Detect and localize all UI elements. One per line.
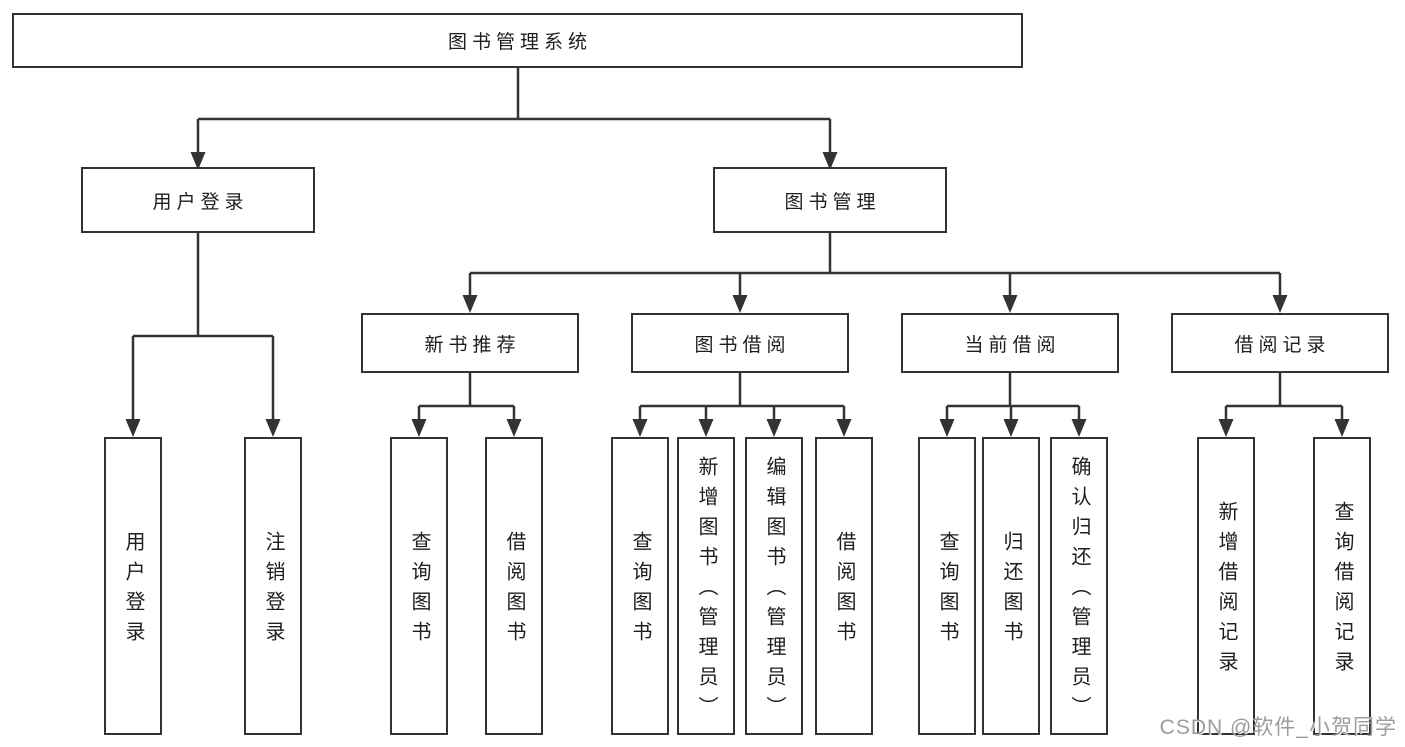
leaf-borrow-books-recommend: 借阅图书 (485, 437, 543, 735)
leaf-query-borrow-record-label: 查询借阅记录 (1331, 501, 1353, 681)
leaf-return-books: 归还图书 (982, 437, 1040, 735)
node-user-login: 用户登录 (81, 167, 315, 233)
node-book-management-label: 图书管理 (784, 191, 881, 213)
node-root-label: 图书管理系统 (447, 32, 592, 53)
leaf-borrow-books: 借阅图书 (815, 437, 873, 735)
leaf-add-books-admin-label: 新增图书（管理员） (695, 456, 717, 726)
leaf-query-books-current-label: 查询图书 (936, 531, 958, 651)
leaf-add-borrow-record-label: 新增借阅记录 (1215, 501, 1237, 681)
node-new-book-recommendation-label: 新书推荐 (424, 334, 521, 356)
leaf-query-books-borrow-label: 查询图书 (629, 531, 651, 651)
node-borrowing-records: 借阅记录 (1171, 313, 1389, 373)
leaf-confirm-return-admin: 确认归还（管理员） (1050, 437, 1108, 735)
leaf-borrow-books-recommend-label: 借阅图书 (503, 531, 525, 651)
node-book-borrowing-label: 图书借阅 (694, 334, 791, 356)
node-current-borrowing: 当前借阅 (901, 313, 1119, 373)
leaf-logout: 注销登录 (244, 437, 302, 735)
leaf-query-books-borrow: 查询图书 (611, 437, 669, 735)
node-book-borrowing: 图书借阅 (631, 313, 849, 373)
leaf-logout-label: 注销登录 (262, 531, 284, 651)
leaf-edit-books-admin-label: 编辑图书（管理员） (763, 456, 785, 726)
leaf-add-books-admin: 新增图书（管理员） (677, 437, 735, 735)
node-root: 图书管理系统 (12, 13, 1023, 68)
leaf-user-login: 用户登录 (104, 437, 162, 735)
leaf-query-borrow-record: 查询借阅记录 (1313, 437, 1371, 735)
node-new-book-recommendation: 新书推荐 (361, 313, 579, 373)
leaf-confirm-return-admin-label: 确认归还（管理员） (1068, 456, 1090, 726)
leaf-edit-books-admin: 编辑图书（管理员） (745, 437, 803, 735)
leaf-user-login-label: 用户登录 (122, 531, 144, 651)
node-book-management: 图书管理 (713, 167, 947, 233)
leaf-add-borrow-record: 新增借阅记录 (1197, 437, 1255, 735)
leaf-return-books-label: 归还图书 (1000, 531, 1022, 651)
node-user-login-label: 用户登录 (152, 191, 249, 213)
leaf-query-books-current: 查询图书 (918, 437, 976, 735)
leaf-query-books-recommend-label: 查询图书 (408, 531, 430, 651)
csdn-watermark: CSDN @软件_小贺同学 (1159, 716, 1397, 739)
node-current-borrowing-label: 当前借阅 (964, 334, 1061, 356)
node-borrowing-records-label: 借阅记录 (1234, 334, 1331, 356)
leaf-borrow-books-label: 借阅图书 (833, 531, 855, 651)
leaf-query-books-recommend: 查询图书 (390, 437, 448, 735)
